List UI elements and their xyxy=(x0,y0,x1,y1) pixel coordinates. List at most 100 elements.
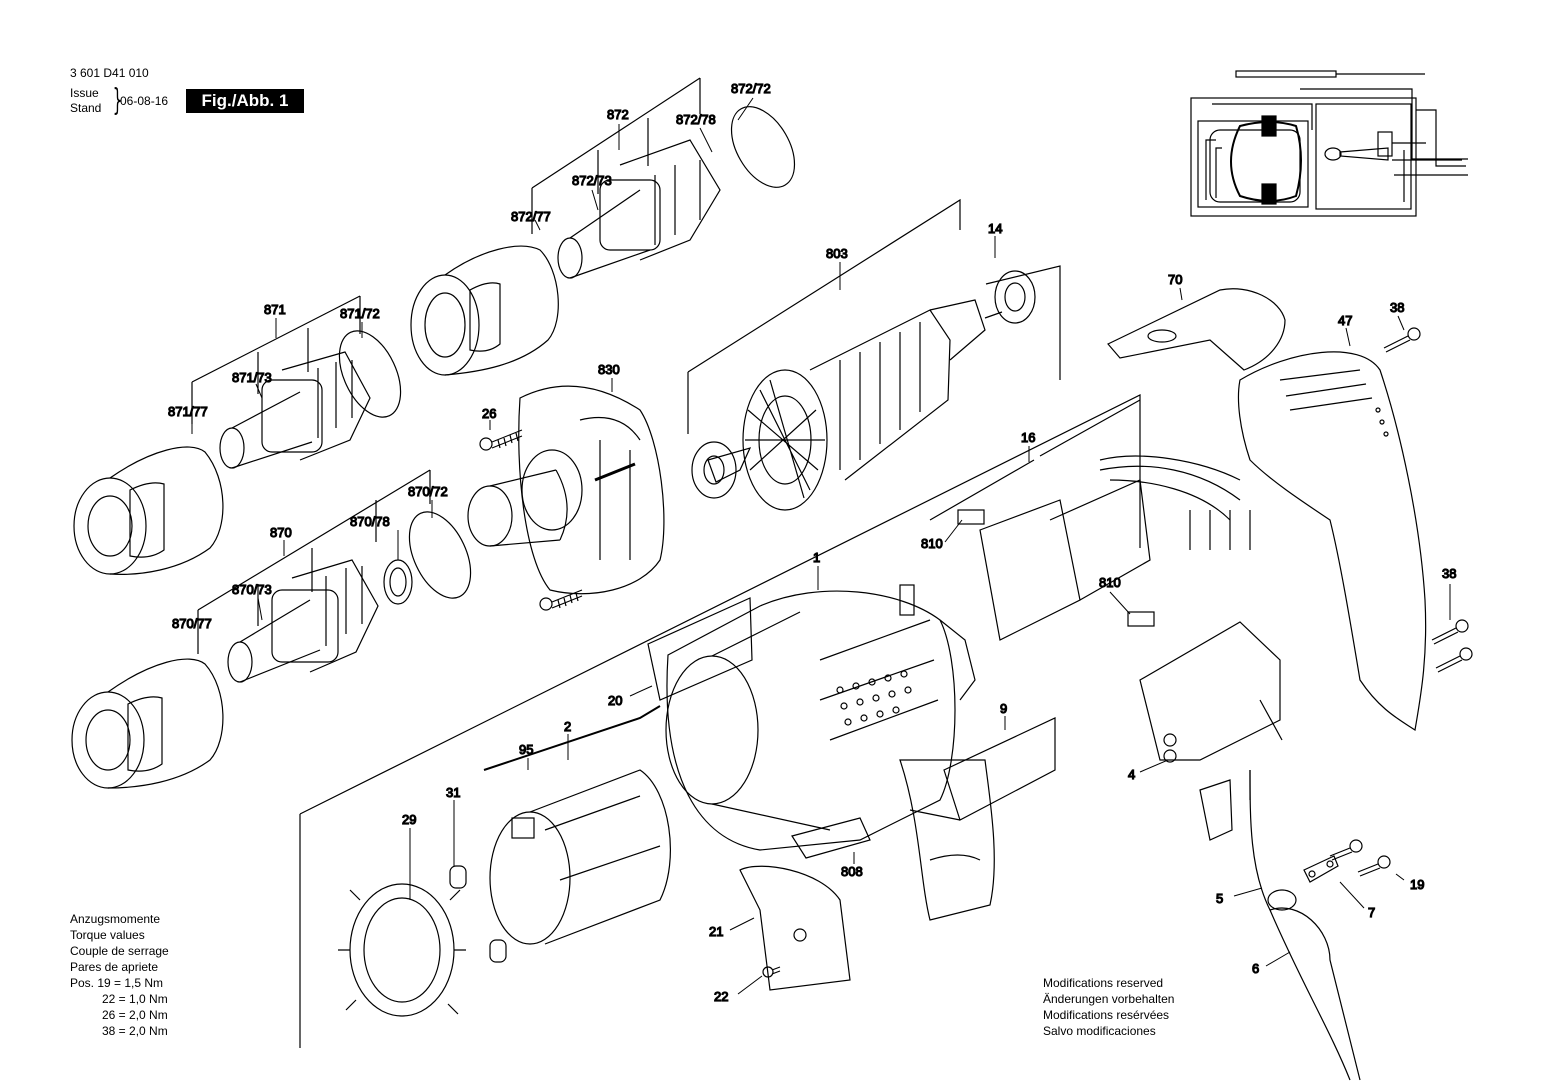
cable-95 xyxy=(483,705,661,771)
handle-grip xyxy=(899,759,995,921)
label-4: 4 xyxy=(1128,767,1135,782)
plug-socket-icon xyxy=(1230,121,1302,202)
torque-title-de: Anzugsmomente xyxy=(70,912,161,926)
chuck-assembly-871 xyxy=(73,295,402,575)
carbon-brush-810b xyxy=(1127,611,1155,627)
label-20: 20 xyxy=(608,693,622,708)
chuck-sleeve-870-77 xyxy=(71,691,145,789)
label-16: 16 xyxy=(1021,430,1035,445)
label-870-77: 870/77 xyxy=(172,616,212,631)
label-870-73: 870/73 xyxy=(232,582,272,597)
label-21: 21 xyxy=(709,924,723,939)
torque-value-22: 22 = 1,0 Nm xyxy=(102,992,168,1006)
chuck-body-871-73 xyxy=(261,379,323,453)
screw-icon xyxy=(594,462,636,482)
modifications-en: Modifications reserved xyxy=(1043,976,1164,990)
label-871-77: 871/77 xyxy=(168,404,208,419)
label-26: 26 xyxy=(482,406,496,421)
label-870-78: 870/78 xyxy=(350,514,390,529)
screw-26b xyxy=(539,589,583,611)
cover-21 xyxy=(739,865,851,991)
modifications-de: Änderungen vorbehalten xyxy=(1043,992,1175,1006)
torque-value-19: Pos. 19 = 1,5 Nm xyxy=(70,976,164,990)
label-810a: 810 xyxy=(921,536,943,551)
cable-icon xyxy=(1235,70,1337,78)
chuck-assembly-872 xyxy=(410,77,796,376)
label-872: 872 xyxy=(607,107,629,122)
part-labels: 872 872/72 872/78 872/73 872/77 871 871/… xyxy=(167,80,1457,1004)
label-9 xyxy=(943,717,1056,821)
label-871-72: 871/72 xyxy=(340,306,380,321)
fan-icon xyxy=(742,369,828,511)
label-2: 2 xyxy=(564,719,571,734)
leader-lines xyxy=(191,97,1451,995)
motor-housing-1 xyxy=(665,584,976,851)
label-20 xyxy=(647,597,753,701)
wiring-schematic xyxy=(1190,70,1468,217)
label-95: 95 xyxy=(519,742,533,757)
torque-value-26: 26 = 2,0 Nm xyxy=(102,1008,168,1022)
label-870-72: 870/72 xyxy=(408,484,448,499)
screw-22 xyxy=(762,966,781,978)
label-830: 830 xyxy=(598,362,620,377)
label-872-78: 872/78 xyxy=(676,112,716,127)
gear-housing-830 xyxy=(467,385,665,595)
vent-holes-icon xyxy=(836,670,912,726)
figure-label: Fig./Abb. 1 xyxy=(186,89,304,113)
bearing-14 xyxy=(985,265,1061,380)
armature-803 xyxy=(687,198,1003,511)
washer-870-78 xyxy=(383,559,413,605)
modifications-fr: Modifications resérvées xyxy=(1043,1008,1170,1022)
chuck-body-872-73 xyxy=(599,179,661,251)
switch-contact-icon xyxy=(1324,147,1342,161)
label-810b: 810 xyxy=(1099,575,1121,590)
switch-4 xyxy=(1139,621,1283,841)
label-22: 22 xyxy=(714,989,728,1004)
label-808: 808 xyxy=(841,864,863,879)
issue-label: Issue xyxy=(70,86,99,100)
stand-label: Stand xyxy=(70,101,102,115)
field-coil-2 xyxy=(489,769,671,945)
cover-70 xyxy=(1107,288,1286,371)
torque-value-38: 38 = 2,0 Nm xyxy=(102,1024,168,1038)
label-38b: 38 xyxy=(1442,566,1456,581)
label-870: 870 xyxy=(270,525,292,540)
chuck-assembly-870 xyxy=(71,469,472,789)
pin-31b xyxy=(489,939,507,963)
brush-frame-16 xyxy=(929,399,1251,641)
chuck-sleeve-872-77 xyxy=(410,274,480,376)
switch-housing-outline xyxy=(1190,97,1417,217)
modifications-es: Salvo modificaciones xyxy=(1043,1024,1156,1038)
brush-holder-29 xyxy=(338,883,466,1017)
label-5: 5 xyxy=(1216,891,1223,906)
screw-26 xyxy=(479,429,523,451)
label-31: 31 xyxy=(446,785,460,800)
bearing-icon xyxy=(691,441,737,499)
label-808 xyxy=(791,817,871,859)
torque-title-es: Pares de apriete xyxy=(70,960,159,974)
pin-31 xyxy=(449,865,467,889)
carbon-brush-810a xyxy=(957,509,985,525)
screw-19 xyxy=(1329,839,1391,877)
torque-values-block: Anzugsmomente Torque values Couple de se… xyxy=(70,911,169,1039)
label-7: 7 xyxy=(1368,905,1375,920)
label-38a: 38 xyxy=(1390,300,1404,315)
chuck-sleeve-871-77 xyxy=(73,477,147,575)
label-9: 9 xyxy=(1000,701,1007,716)
label-1: 1 xyxy=(813,550,820,565)
housing-shell-47 xyxy=(1237,351,1427,732)
power-cord xyxy=(1249,769,1361,1081)
label-6: 6 xyxy=(1252,961,1259,976)
label-29: 29 xyxy=(402,812,416,827)
cable-clamp-7 xyxy=(1303,855,1339,883)
modifications-block: Modifications reserved Änderungen vorbeh… xyxy=(1043,975,1174,1039)
document-number: 3 601 D41 010 xyxy=(70,66,149,80)
label-19: 19 xyxy=(1410,877,1424,892)
torque-title-fr: Couple de serrage xyxy=(70,944,169,958)
torque-title-en: Torque values xyxy=(70,928,145,942)
label-47: 47 xyxy=(1338,313,1352,328)
screw-38 xyxy=(1383,327,1473,673)
label-872-72: 872/72 xyxy=(731,81,771,96)
label-872-73: 872/73 xyxy=(572,173,612,188)
